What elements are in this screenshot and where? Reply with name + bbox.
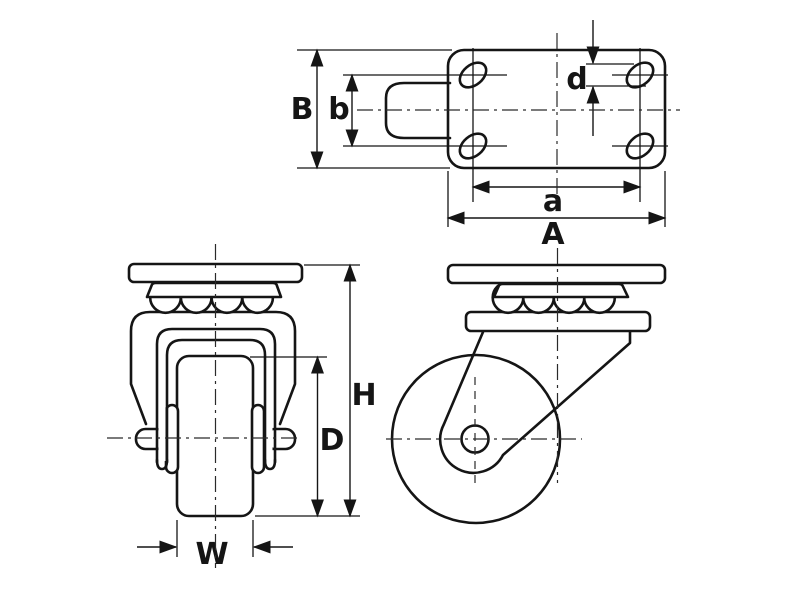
center-lines [107,33,680,568]
label-W: W [195,537,228,572]
label-d: d [566,62,587,97]
bearing-race [145,281,283,299]
label-a: a [543,184,563,219]
hub-boss [250,403,266,475]
fork-leg-outer [155,327,277,464]
label-b: b [328,92,349,127]
side-elevation-view [390,263,667,525]
label-B: B [291,92,314,127]
mounting-plate [446,48,667,170]
label-D: D [320,423,345,458]
bolt-hole [458,132,488,160]
top-plate-side [446,263,667,285]
front-elevation-view: H D W [127,262,377,572]
swivel-yoke [129,310,297,426]
top-plan-view: B b d a A [291,20,668,252]
label-A: A [541,217,565,252]
fork-leg-cap [155,458,169,471]
fork-leg-cap [263,458,277,471]
label-H: H [351,378,376,413]
bearing-race [492,282,630,299]
swivel-fork-side [438,329,632,475]
bolt-hole [458,61,488,89]
bolt-hole [625,61,655,89]
bolt-hole [625,132,655,160]
